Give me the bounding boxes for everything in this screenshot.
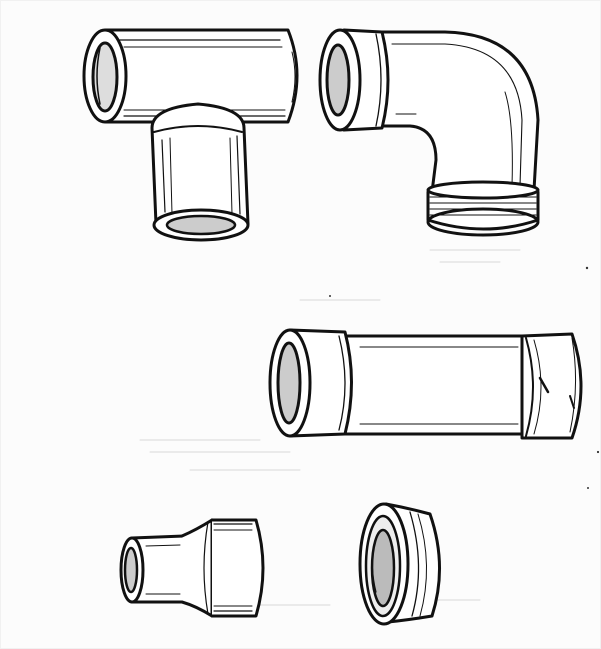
tee-fitting <box>82 28 299 242</box>
cap-fitting <box>358 502 442 626</box>
coupling-pipe-fitting <box>268 328 583 440</box>
ink-specks <box>329 266 600 489</box>
reducer-fitting <box>119 518 265 618</box>
elbow-fitting <box>318 28 540 237</box>
